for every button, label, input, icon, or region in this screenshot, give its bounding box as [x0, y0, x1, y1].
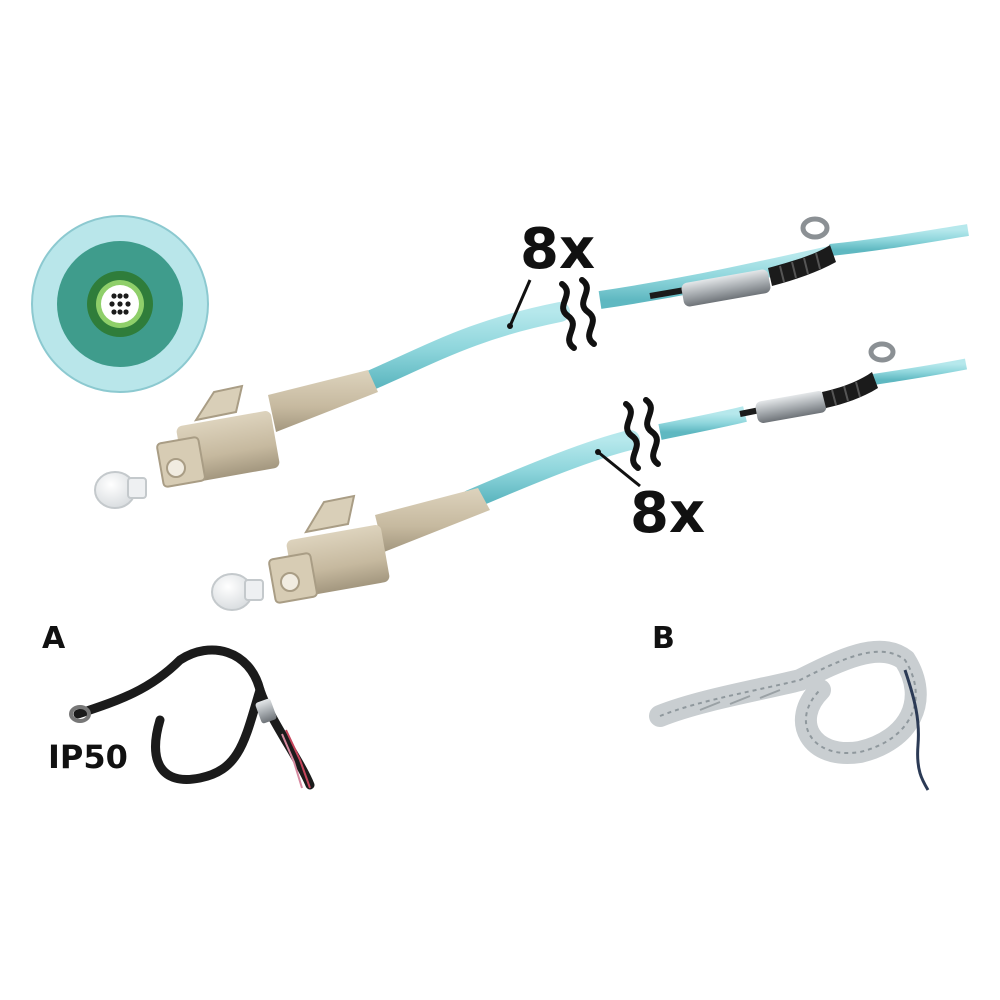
dust-cap-icon	[94, 471, 147, 509]
lc-connector-icon	[268, 488, 490, 604]
pulling-eye-icon	[649, 216, 836, 307]
upper-cable-assembly: 8x	[94, 216, 969, 509]
pulling-eye-icon	[739, 341, 896, 423]
variant-b: B	[649, 621, 930, 791]
upper-cable	[350, 302, 570, 395]
multiplier-label-upper: 8x	[520, 217, 595, 282]
lower-cable	[460, 430, 640, 510]
multiplier-label-lower: 8x	[630, 481, 705, 546]
cable-break-icon	[623, 397, 661, 471]
cable-cross-section-icon	[31, 215, 209, 393]
variant-a: A IP50	[42, 621, 315, 790]
cable-break-icon	[559, 277, 597, 351]
variant-a-label: A	[42, 621, 66, 656]
pulling-eye-cable-icon	[69, 645, 315, 790]
lower-cable-assembly: 8x	[211, 341, 968, 611]
lc-connector-icon	[156, 370, 378, 488]
protection-rating-label: IP50	[48, 738, 128, 776]
pulling-stocking-icon	[649, 640, 930, 791]
dust-cap-icon	[211, 573, 264, 611]
variant-b-label: B	[652, 621, 675, 656]
